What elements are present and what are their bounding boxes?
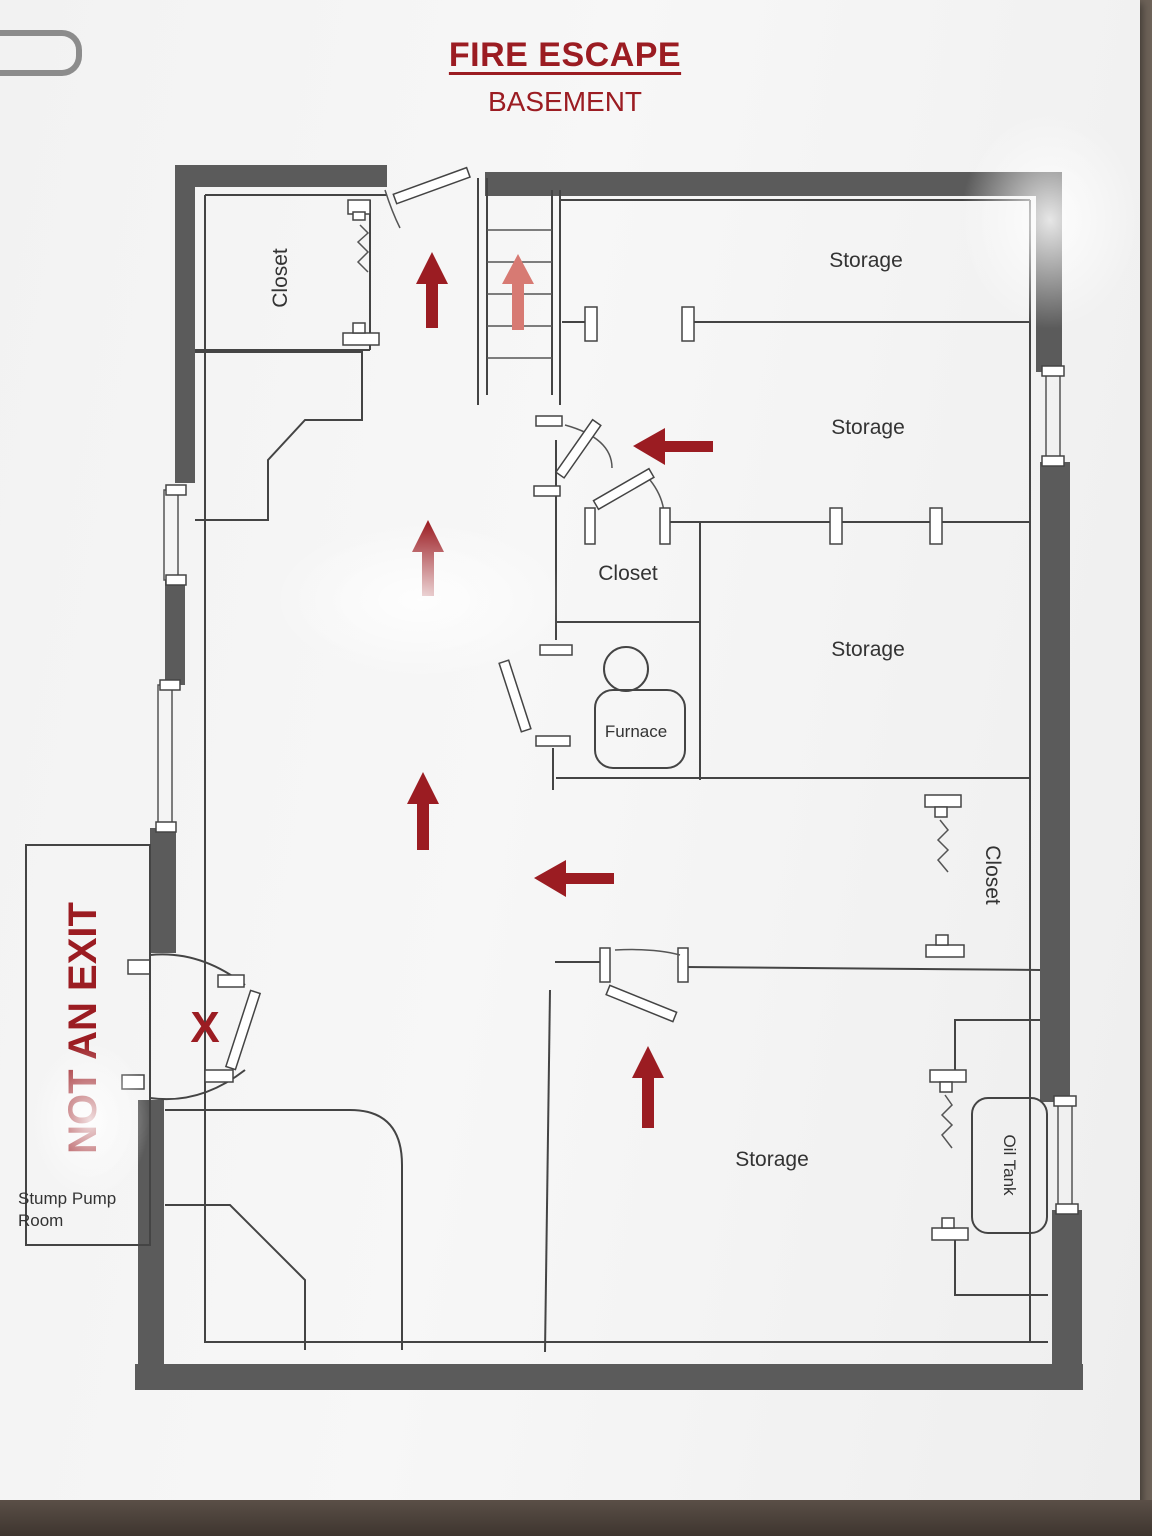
arrow-up-storage [632,1046,664,1128]
wall-left-upper [175,165,195,483]
page-subtitle: BASEMENT [487,86,643,117]
door-stair-entrance [392,166,471,205]
arrow-up-mid [412,520,444,596]
arrow-left-lower [534,860,614,897]
x-mark: X [190,1003,219,1052]
window-right-1 [1045,371,1061,463]
arrow-up-top-left [416,252,448,328]
label-closet-east: Closet [981,845,1004,905]
binder-ring [0,30,82,76]
oil-tank [971,1097,1048,1234]
wall-top-right [485,172,1060,196]
wall-left-pier [165,580,185,685]
label-sump-pump-line2: Room [18,1211,63,1230]
door-furnace [498,659,532,733]
label-closet-center: Closet [598,562,658,585]
label-storage-2: Storage [831,416,905,439]
wall-bottom [135,1364,1083,1390]
arrow-up-lower [407,772,439,850]
door-closet-center [592,467,655,511]
label-sump-pump-line1: Stump Pump [18,1189,116,1208]
not-an-exit-label: NOT AN EXIT [61,902,105,1154]
window-right-2 [1057,1101,1073,1211]
doors [121,166,969,1241]
door-storage-2 [554,418,602,479]
door-sump-room [224,989,262,1071]
label-furnace: Furnace [605,722,667,741]
label-storage-1: Storage [829,249,903,272]
window-left-1 [163,489,179,581]
label-storage-4: Storage [735,1148,809,1171]
furnace [594,646,686,769]
page-title: FIRE ESCAPE [448,36,682,74]
wall-right-upper [1036,172,1062,372]
arrow-left-storage [633,428,713,465]
table-surface [0,1500,1152,1536]
furnace-flue [603,646,649,692]
arrow-up-stairs [502,254,534,330]
sump-pump-room [25,844,151,1246]
interior-walls [165,178,1048,1353]
wall-right-mid [1040,462,1070,1102]
window-left-2 [157,684,173,826]
wall-left-mid [150,828,176,953]
label-closet-nw: Closet [269,248,292,308]
label-storage-3: Storage [831,638,905,661]
label-oil-tank: Oil Tank [1000,1134,1019,1196]
wall-right-lower [1052,1210,1082,1390]
escape-arrows [407,252,713,1128]
door-storage-4 [605,984,678,1023]
wall-top-left [175,165,387,187]
furnace-unit [594,689,686,769]
